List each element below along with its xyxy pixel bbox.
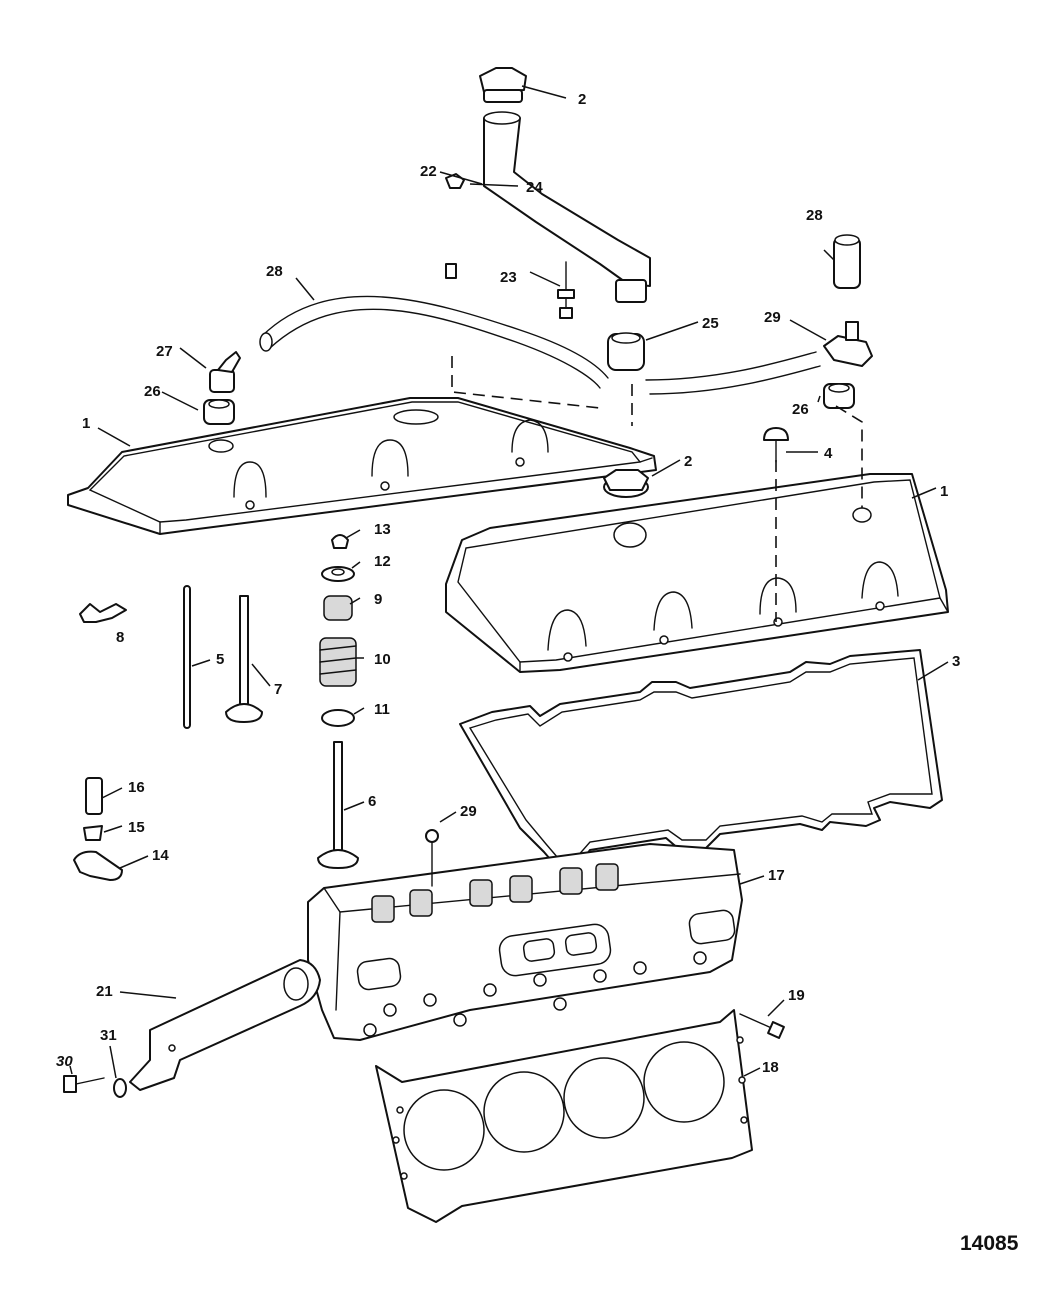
filler-cap-cover bbox=[603, 469, 649, 498]
grommet-right bbox=[823, 383, 855, 409]
callout-18: 18 bbox=[762, 1059, 779, 1076]
valve-retainer-12 bbox=[321, 566, 355, 582]
head-valve-springs bbox=[371, 863, 619, 923]
callout-10: 10 bbox=[374, 651, 391, 668]
rocker-stud-16 bbox=[85, 777, 103, 815]
callout-7: 7 bbox=[274, 681, 282, 698]
callout-1-right: 1 bbox=[940, 483, 948, 500]
figure-number: 14085 bbox=[960, 1232, 1019, 1255]
callout-12: 12 bbox=[374, 553, 391, 570]
callout-30: 30 bbox=[56, 1053, 73, 1070]
callout-15: 15 bbox=[128, 819, 145, 836]
rocker-arm-14 bbox=[73, 850, 123, 881]
callout-17: 17 bbox=[768, 867, 785, 884]
head-bolt-19 bbox=[739, 1013, 785, 1039]
callout-28-left: 28 bbox=[266, 263, 283, 280]
callout-2-top: 2 bbox=[578, 91, 586, 108]
pushrod-5 bbox=[183, 585, 191, 729]
callout-11: 11 bbox=[374, 701, 390, 718]
callout-13: 13 bbox=[374, 521, 391, 538]
bolt-30 bbox=[63, 1075, 105, 1093]
leader-lines bbox=[69, 85, 949, 1079]
assembly-lines bbox=[451, 356, 863, 622]
valve-seal-9 bbox=[323, 595, 353, 621]
callout-24: 24 bbox=[526, 179, 543, 196]
callout-25: 25 bbox=[702, 315, 719, 332]
callout-23: 23 bbox=[500, 269, 517, 286]
hose-short bbox=[833, 234, 861, 289]
breather-hose-right bbox=[645, 351, 821, 395]
exhaust-valve-6 bbox=[317, 741, 359, 869]
callout-8: 8 bbox=[116, 629, 124, 646]
callout-29-top: 29 bbox=[764, 309, 781, 326]
callout-2-cover: 2 bbox=[684, 453, 692, 470]
callout-3: 3 bbox=[952, 653, 960, 670]
callout-14: 14 bbox=[152, 847, 169, 864]
cylinder-head bbox=[307, 843, 743, 1041]
valve-lock-13 bbox=[331, 534, 349, 549]
oil-filler-tube bbox=[445, 111, 651, 303]
callout-1-left: 1 bbox=[82, 415, 90, 432]
callout-9: 9 bbox=[374, 591, 382, 608]
washer-31 bbox=[113, 1078, 127, 1098]
lifting-bracket bbox=[129, 959, 321, 1091]
callout-4: 4 bbox=[824, 445, 833, 462]
callout-19: 19 bbox=[788, 987, 805, 1004]
pivot-ball-15 bbox=[83, 825, 103, 841]
pcv-valve bbox=[823, 321, 873, 367]
callout-6: 6 bbox=[368, 793, 376, 810]
stud-bolt-29 bbox=[425, 829, 439, 887]
filler-grommet bbox=[607, 332, 645, 371]
filler-cap-top bbox=[479, 67, 527, 103]
grommet-left bbox=[203, 399, 235, 425]
callout-labels: 2 22 24 28 28 23 25 29 27 26 26 1 4 2 1 … bbox=[56, 91, 960, 1076]
callout-21: 21 bbox=[96, 983, 113, 1000]
guide-plate-8 bbox=[79, 603, 127, 623]
valve-shield-11 bbox=[321, 709, 355, 727]
right-valve-cover bbox=[445, 473, 949, 673]
callout-31: 31 bbox=[100, 1027, 117, 1044]
callout-28-right: 28 bbox=[806, 207, 823, 224]
callout-29-stud: 29 bbox=[460, 803, 477, 820]
intake-valve-7 bbox=[225, 595, 263, 723]
callout-26-left: 26 bbox=[144, 383, 161, 400]
valve-spring-10 bbox=[319, 637, 357, 687]
breather-fitting bbox=[209, 351, 241, 393]
screw-23 bbox=[557, 261, 575, 319]
head-gasket bbox=[375, 1009, 753, 1223]
callout-5: 5 bbox=[216, 651, 224, 668]
bolt-4 bbox=[763, 427, 789, 463]
valve-cover-gasket bbox=[459, 649, 943, 867]
callout-22: 22 bbox=[420, 163, 437, 180]
callout-16: 16 bbox=[128, 779, 145, 796]
left-valve-cover bbox=[67, 397, 657, 535]
callout-27: 27 bbox=[156, 343, 173, 360]
breather-hose-left bbox=[259, 295, 609, 389]
callout-26-right: 26 bbox=[792, 401, 809, 418]
